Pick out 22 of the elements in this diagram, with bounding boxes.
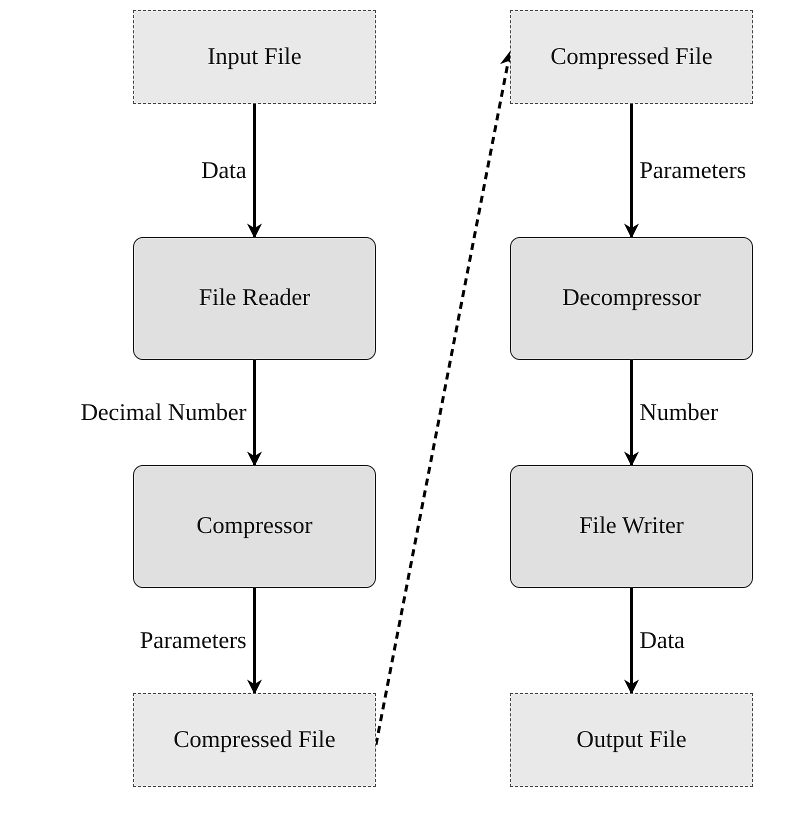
node-label: Decompressor bbox=[562, 285, 701, 312]
process-box bbox=[133, 237, 376, 360]
file-box bbox=[133, 10, 376, 104]
file-box bbox=[510, 10, 753, 104]
arrow bbox=[624, 360, 639, 466]
arrow bbox=[247, 104, 262, 238]
process-box bbox=[133, 465, 376, 588]
arrow bbox=[247, 588, 262, 694]
node-label: Input File bbox=[208, 44, 302, 70]
node-label: Compressor bbox=[196, 513, 312, 540]
file-box bbox=[133, 693, 376, 787]
node-label: File Reader bbox=[198, 285, 310, 312]
node-label: File Writer bbox=[579, 513, 684, 540]
node-label: Output File bbox=[576, 726, 686, 754]
arrow bbox=[624, 588, 639, 694]
process-box bbox=[510, 237, 753, 360]
arrow bbox=[247, 360, 262, 466]
file-box bbox=[510, 693, 753, 787]
process-box bbox=[510, 465, 753, 588]
node-label: Compressed File bbox=[174, 726, 336, 754]
arrow bbox=[624, 104, 639, 238]
node-label: Compressed File bbox=[550, 44, 712, 70]
